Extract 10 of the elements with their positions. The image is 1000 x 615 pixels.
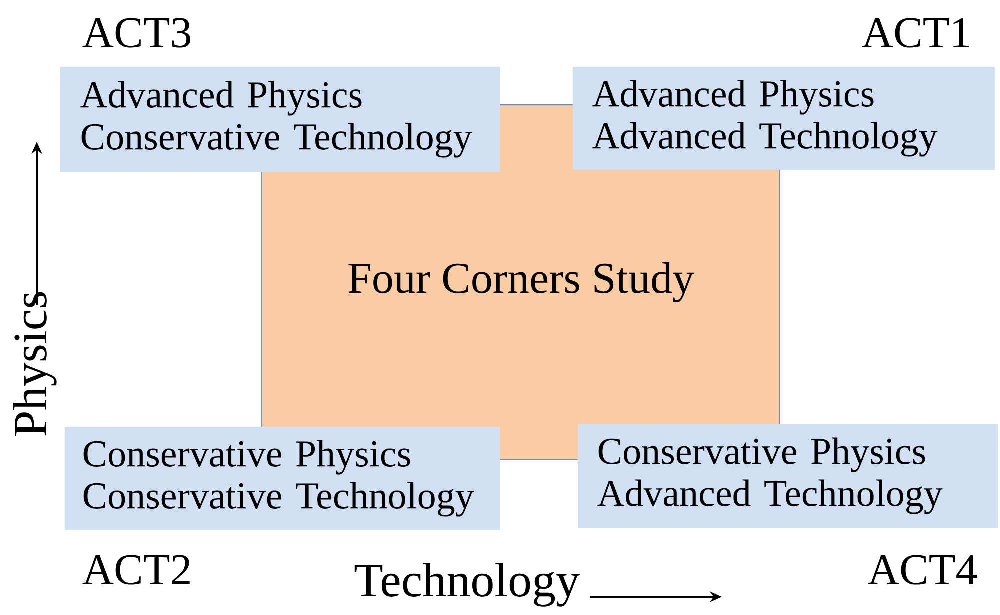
quadrant-heading: ACT1 (862, 18, 970, 48)
quadrant-box: Conservative Physics Conservative Technology (65, 427, 500, 530)
axis-label: Technology (354, 563, 580, 607)
quadrant-box: Conservative Physics Advanced Technology (578, 424, 998, 528)
quadrant-box: Advanced Physics Advanced Technology (573, 67, 995, 170)
quadrant-heading: ACT4 (868, 555, 978, 585)
quadrant-heading: ACT3 (82, 18, 191, 48)
quadrant-box: Advanced Physics Conservative Technology (60, 66, 500, 172)
axis-label: Physics (13, 292, 57, 436)
quadrant-heading: ACT2 (82, 555, 190, 585)
